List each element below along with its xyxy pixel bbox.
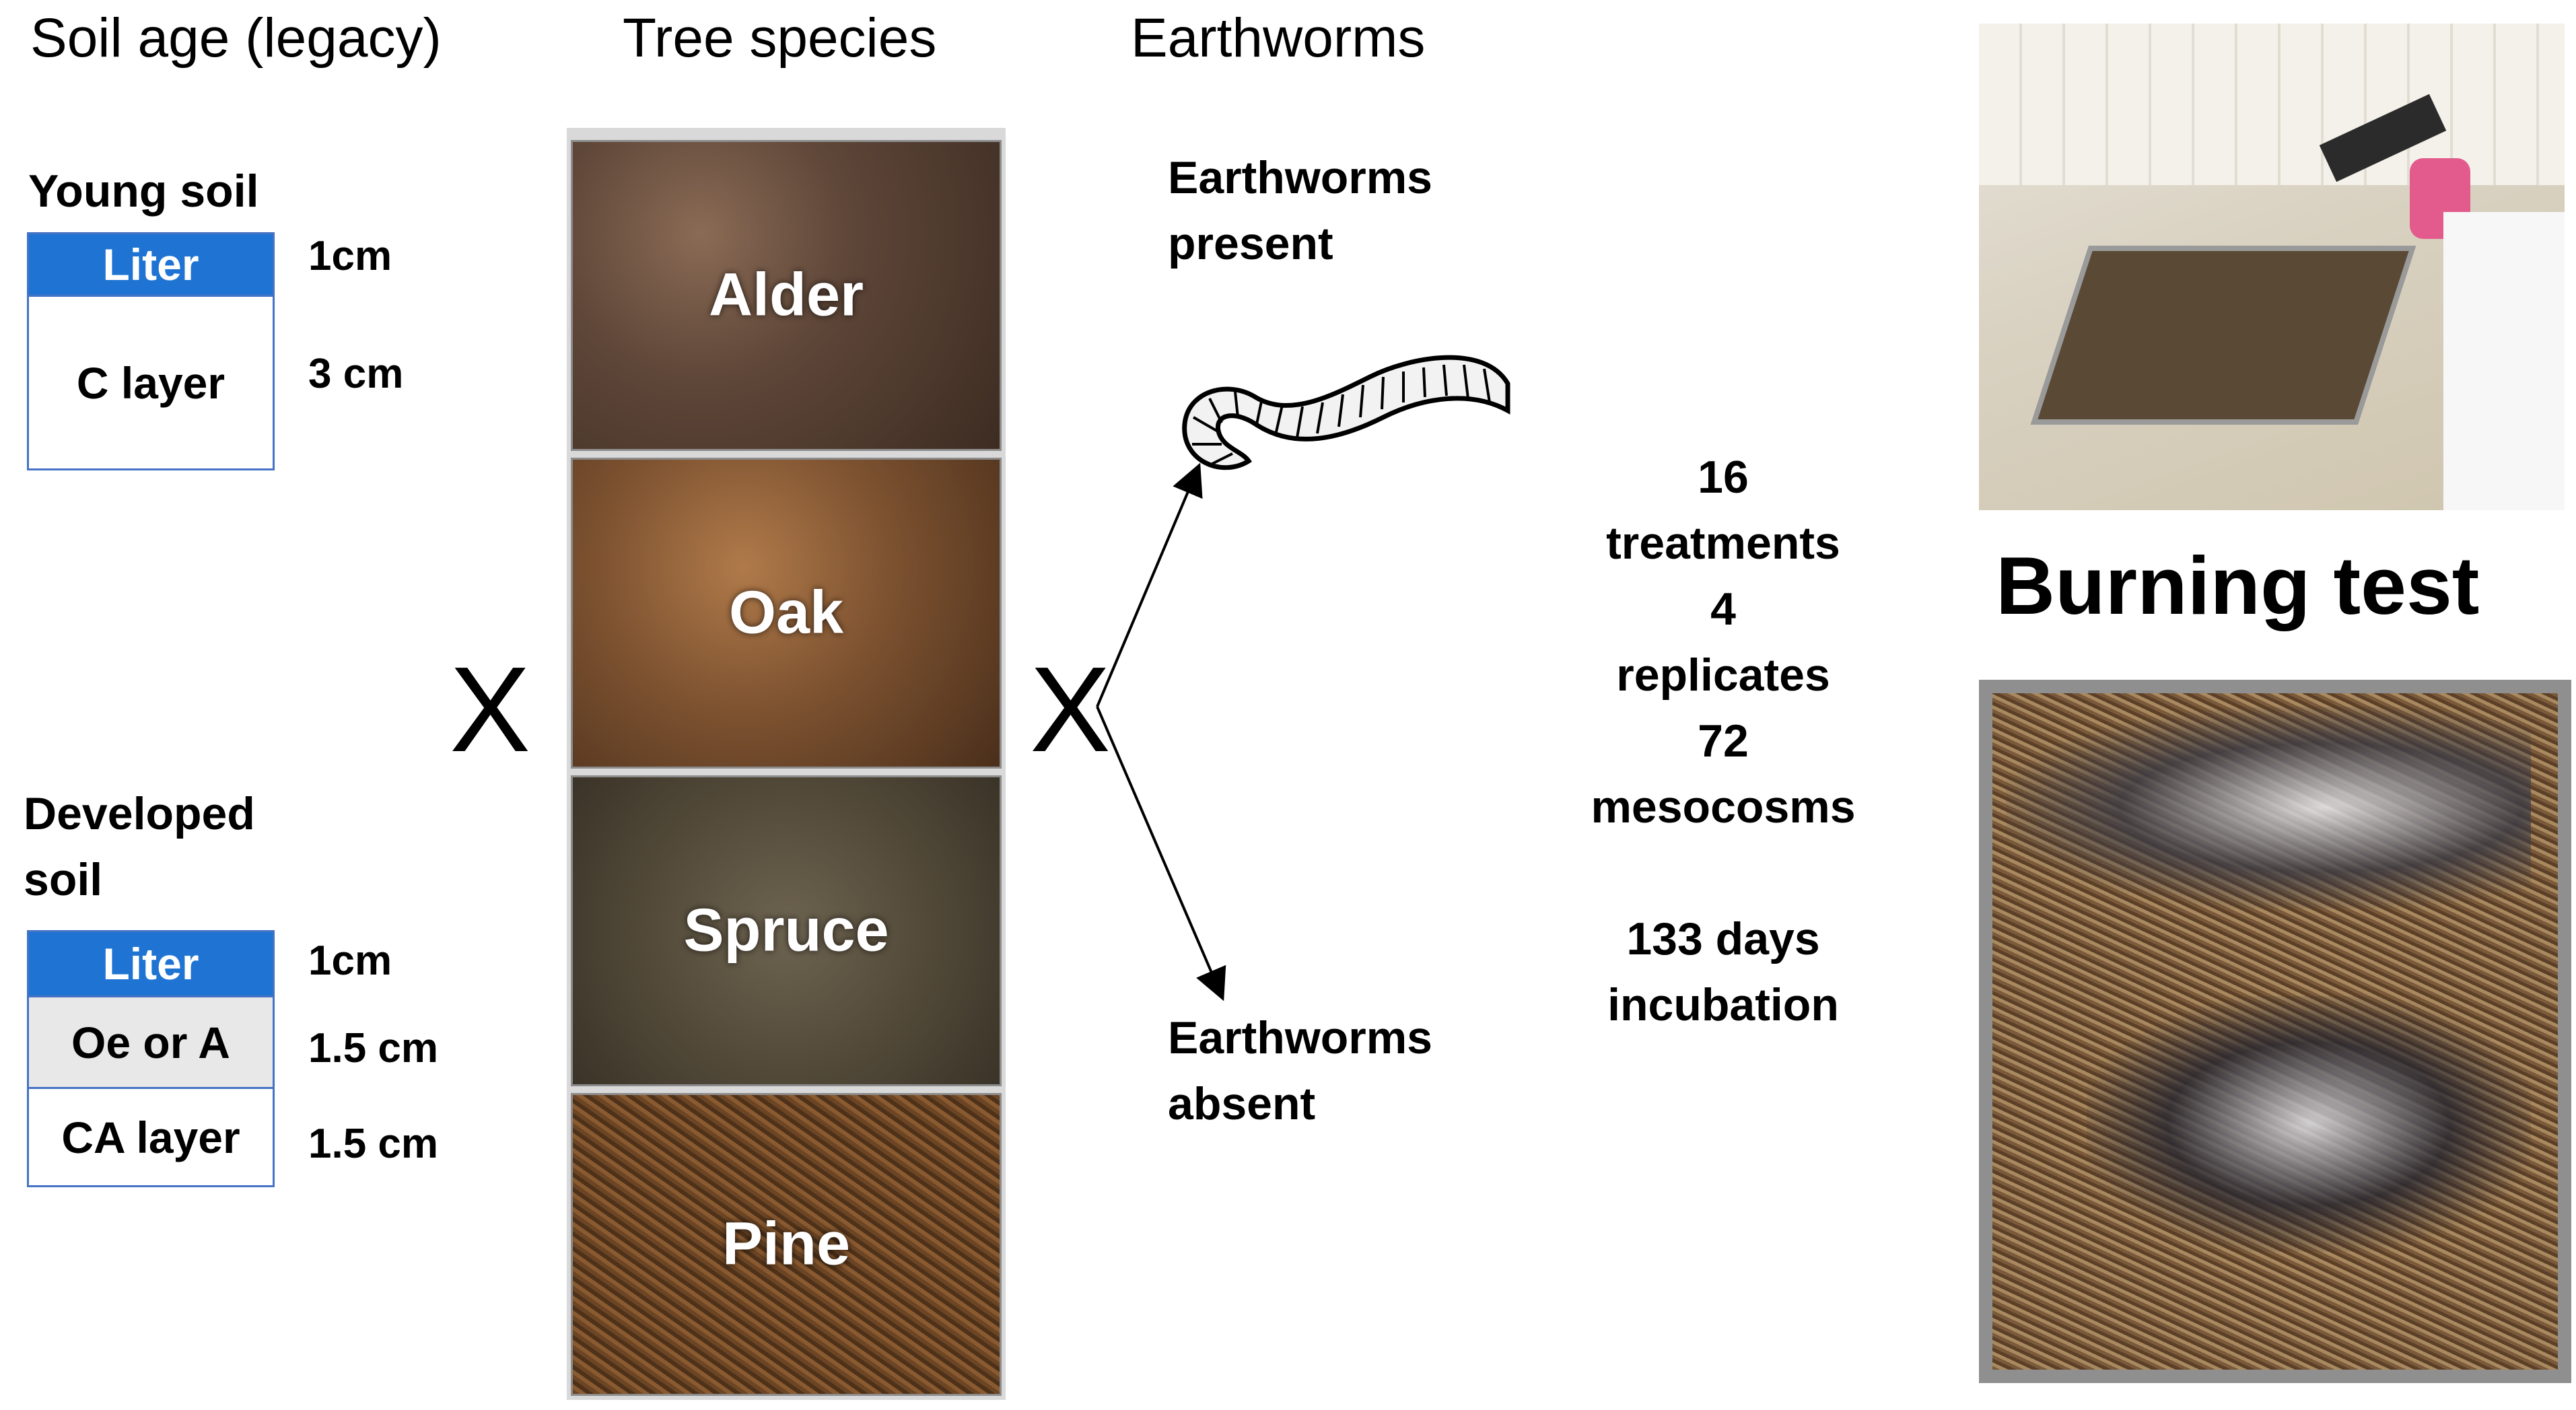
developed-liter-layer: Liter <box>27 930 275 997</box>
earthworms-absent-line2: absent <box>1168 1078 1316 1129</box>
design-summary: 16 treatments 4 replicates 72 mesocosms … <box>1521 444 1925 1038</box>
developed-soil-column: Liter Oe or A CA layer <box>27 930 275 1187</box>
spruce-label: Spruce <box>683 896 889 964</box>
developed-ca-layer: CA layer <box>27 1089 275 1187</box>
alder-panel: Alder <box>571 140 1002 451</box>
developed-oe-layer: Oe or A <box>27 997 275 1089</box>
developed-oe-depth: 1.5 cm <box>308 1025 439 1071</box>
oak-label: Oak <box>728 579 844 647</box>
developed-ca-depth: 1.5 cm <box>308 1121 439 1167</box>
young-c-layer: C layer <box>27 297 275 470</box>
tree-species-header: Tree species <box>623 7 937 69</box>
mesocosms-count: 72 <box>1698 715 1749 767</box>
design-spacer <box>1521 840 1925 906</box>
developed-soil-title-line1: Developed <box>24 788 255 839</box>
young-soil-title: Young soil <box>28 166 259 217</box>
pine-label: Pine <box>722 1210 851 1278</box>
cross-symbol-left: X <box>450 642 531 777</box>
treatments-count: 16 <box>1698 452 1749 503</box>
young-soil-column: Liter C layer <box>27 232 275 470</box>
developed-liter-depth: 1cm <box>308 938 392 984</box>
burnt-mesocosm-photo <box>1979 680 2571 1383</box>
young-liter-layer: Liter <box>27 232 275 297</box>
spruce-panel: Spruce <box>571 775 1002 1086</box>
earthworms-header: Earthworms <box>1131 7 1426 69</box>
soil-age-header: Soil age (legacy) <box>30 7 442 69</box>
species-stack: Alder Oak Spruce Pine <box>567 128 1006 1400</box>
earthworm-icon <box>1182 355 1510 470</box>
oak-panel: Oak <box>571 458 1002 769</box>
earthworms-absent-line1: Earthworms <box>1168 1012 1432 1063</box>
replicates-label: replicates <box>1616 649 1830 701</box>
burning-setup-photo <box>1979 24 2565 510</box>
alder-label: Alder <box>708 261 864 329</box>
young-c-depth: 3 cm <box>308 351 404 397</box>
branch-arrow-icon <box>1096 462 1226 1001</box>
earthworms-present-line2: present <box>1168 218 1333 269</box>
mesocosms-label: mesocosms <box>1591 781 1856 833</box>
earthworms-present-line1: Earthworms <box>1168 152 1432 203</box>
burning-test-label: Burning test <box>1996 540 2480 631</box>
replicates-count: 4 <box>1710 584 1736 635</box>
young-liter-depth: 1cm <box>308 233 392 279</box>
treatments-label: treatments <box>1606 518 1840 569</box>
incubation-label: incubation <box>1607 979 1839 1030</box>
developed-soil-title-line2: soil <box>24 854 103 905</box>
pine-panel: Pine <box>571 1093 1002 1396</box>
incubation-duration: 133 days <box>1626 913 1820 964</box>
